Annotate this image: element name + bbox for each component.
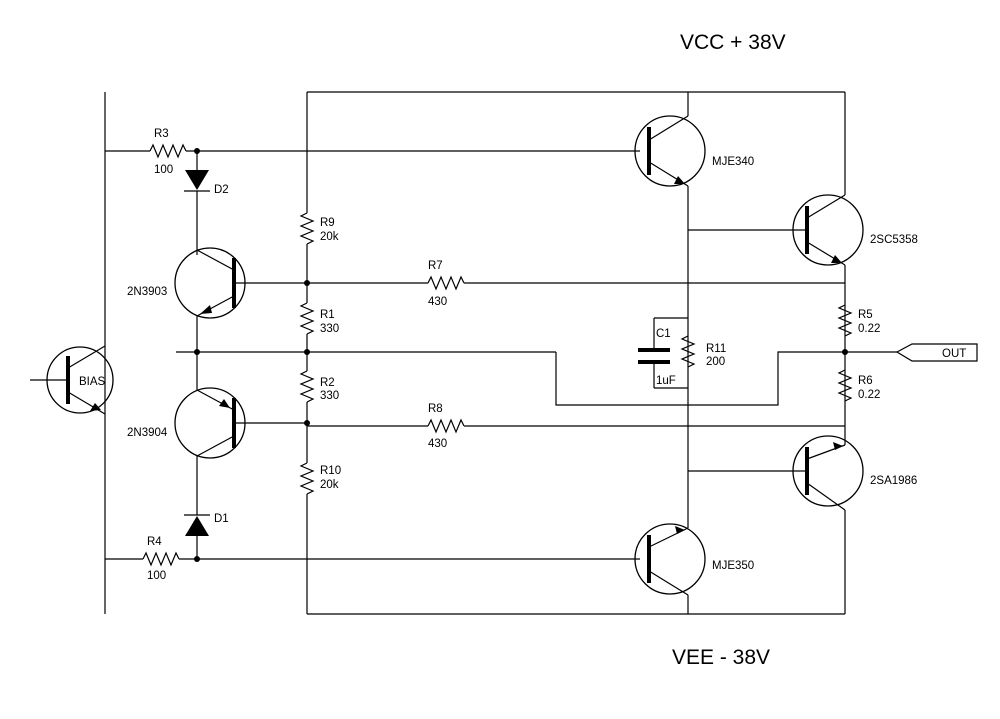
c1-value: 1uF <box>656 375 676 387</box>
resistor-r1: R1 330 <box>299 283 339 352</box>
d1-label: D1 <box>214 513 229 525</box>
2sc5358-label: 2SC5358 <box>870 234 918 246</box>
bias-transistor-label: BIAS <box>79 376 106 388</box>
r6-value: 0.22 <box>858 389 880 401</box>
r3-name: R3 <box>154 128 169 140</box>
2n3903-label: 2N3903 <box>127 286 167 298</box>
diode-d2: D2 <box>184 151 229 255</box>
r1-value: 330 <box>320 323 339 335</box>
transistor-2n3903: 2N3903 <box>127 247 307 352</box>
resistor-r11: R11 200 <box>680 335 726 368</box>
resistor-r4: R4 100 <box>105 536 640 582</box>
r9-value: 20k <box>320 231 339 243</box>
output-label: OUT <box>942 348 966 360</box>
capacitor-c1: C1 1uF <box>638 317 688 389</box>
transistor-2sc5358: 2SC5358 <box>792 194 918 266</box>
r5-value: 0.22 <box>858 323 880 335</box>
diode-d1: D1 <box>184 513 229 559</box>
vee-label: VEE - 38V <box>672 646 770 669</box>
transistor-mje340: MJE340 <box>634 92 754 187</box>
r5-name: R5 <box>858 309 873 321</box>
r10-value: 20k <box>320 479 339 491</box>
r11-value: 200 <box>706 356 725 368</box>
r4-name: R4 <box>147 536 162 548</box>
bias-transistor: BIAS <box>30 345 114 415</box>
c1-name: C1 <box>656 328 671 340</box>
2sa1986-label: 2SA1986 <box>870 475 917 487</box>
resistor-r7: R7 430 <box>307 260 845 308</box>
r6-name: R6 <box>858 375 873 387</box>
2n3904-label: 2N3904 <box>127 427 168 439</box>
resistor-r3: R3 100 <box>105 128 640 176</box>
d2-label: D2 <box>214 184 229 196</box>
resistor-r5: R5 0.22 <box>837 304 880 337</box>
r7-value: 430 <box>428 296 447 308</box>
r3-value: 100 <box>154 164 173 176</box>
r1-name: R1 <box>320 309 335 321</box>
resistor-r9: R9 20k <box>299 92 339 283</box>
r8-name: R8 <box>428 403 443 415</box>
transistor-2n3904: 2N3904 <box>127 352 307 515</box>
resistor-r2: R2 330 <box>299 352 339 423</box>
feedback-wire <box>555 351 845 406</box>
mje340-label: MJE340 <box>712 156 754 168</box>
output-terminal: OUT <box>845 343 978 362</box>
supply-rails <box>307 91 846 615</box>
mje350-label: MJE350 <box>712 560 754 572</box>
r9-name: R9 <box>320 217 335 229</box>
r2-value: 330 <box>320 390 339 402</box>
resistor-r10: R10 20k <box>299 423 341 614</box>
transistor-2sa1986: 2SA1986 <box>792 435 917 511</box>
r8-value: 430 <box>428 438 447 450</box>
r7-name: R7 <box>428 260 443 272</box>
r4-value: 100 <box>147 570 166 582</box>
resistor-r8: R8 430 <box>307 403 845 450</box>
r10-name: R10 <box>320 465 341 477</box>
vcc-label: VCC + 38V <box>680 31 786 54</box>
resistor-r6: R6 0.22 <box>837 369 880 402</box>
transistor-mje350: MJE350 <box>634 523 754 614</box>
r2-name: R2 <box>320 377 335 389</box>
r11-name: R11 <box>706 343 726 355</box>
